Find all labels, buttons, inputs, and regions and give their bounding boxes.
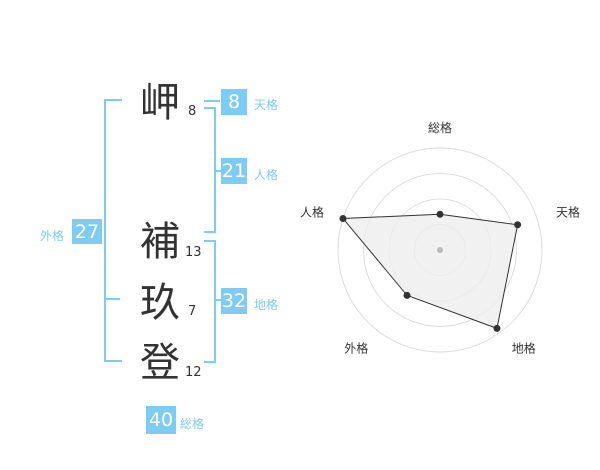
stroke-count-3: 7 xyxy=(188,304,197,319)
radar-axis-label-1: 総格 xyxy=(428,120,452,135)
jinkaku-label: 人格 xyxy=(254,168,279,182)
name-char-2: 補 xyxy=(140,219,180,265)
soukaku-label: 総格 xyxy=(180,417,205,431)
name-char-3: 玖 xyxy=(140,280,180,326)
radar-center-dot xyxy=(437,247,443,253)
name-char-1: 岬 xyxy=(140,80,180,126)
tenkaku-connector xyxy=(204,100,220,102)
jinkaku-connector xyxy=(214,170,222,172)
tenkaku-value-box: 8 xyxy=(221,89,247,115)
radar-point-4 xyxy=(403,291,411,299)
radar-axis-label-4: 外格 xyxy=(344,341,368,356)
radar-axis-label-3: 地格 xyxy=(512,341,536,356)
radar-point-1 xyxy=(436,210,444,218)
stroke-count-4: 12 xyxy=(185,365,202,380)
chikaku-bracket xyxy=(204,240,216,363)
radar-ring-3 xyxy=(363,173,517,327)
name-char-4: 登 xyxy=(140,340,180,386)
radar-point-2 xyxy=(514,221,522,229)
jinkaku-value-box: 21 xyxy=(221,158,247,184)
gaikaku-bracket-tick xyxy=(104,298,120,300)
gaikaku-label: 外格 xyxy=(40,229,65,243)
radar-area xyxy=(341,213,519,330)
stroke-count-2: 13 xyxy=(185,245,202,260)
gaikaku-bracket xyxy=(104,99,122,362)
chikaku-connector xyxy=(214,299,222,301)
stroke-count-1: 8 xyxy=(188,104,197,119)
radar-ring-4 xyxy=(337,147,543,353)
radar-point-5 xyxy=(339,214,347,222)
soukaku-value-box: 40 xyxy=(146,406,176,434)
radar-axis-label-5: 人格 xyxy=(300,204,324,219)
radar-axis-label-2: 天格 xyxy=(556,204,580,219)
gaikaku-value-box: 27 xyxy=(72,219,102,244)
chikaku-value-box: 32 xyxy=(221,288,247,314)
chikaku-label: 地格 xyxy=(254,298,279,312)
tenkaku-label: 天格 xyxy=(254,98,279,112)
radar-point-3 xyxy=(493,324,501,332)
